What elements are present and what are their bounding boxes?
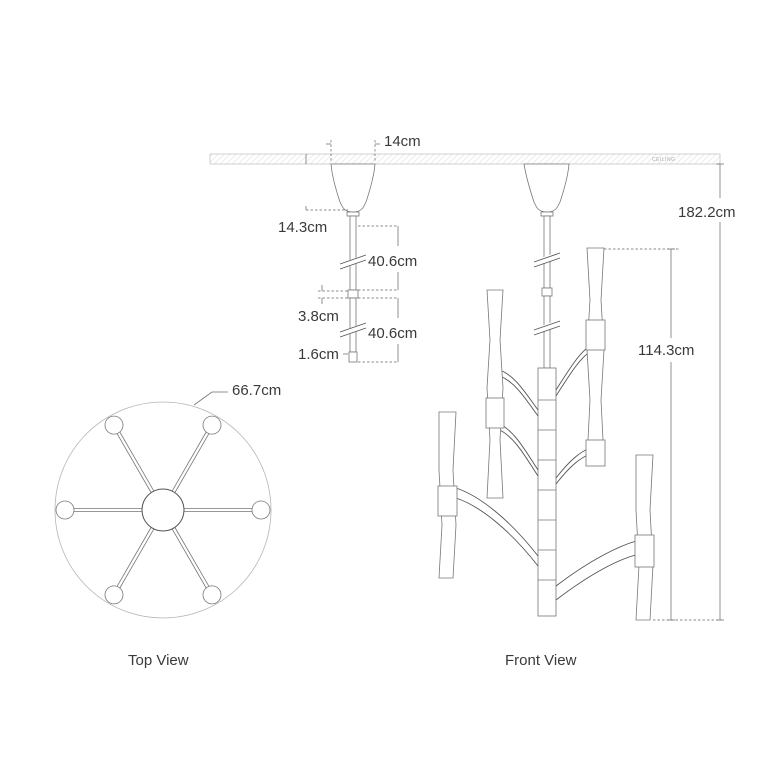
dim-stem-bottom: 40.6cm	[368, 325, 417, 342]
top-view-lamp-end	[55, 500, 75, 520]
top-view-lamp-end	[202, 415, 222, 435]
detail-canopy	[330, 163, 376, 213]
front-canopy	[523, 163, 570, 213]
ceiling-label: CEILING	[652, 157, 676, 163]
top-view-hub	[141, 488, 185, 532]
top-view-outline	[54, 401, 272, 619]
dim-coupler: 3.8cm	[298, 308, 339, 325]
top-view-arm	[174, 527, 210, 587]
dim-diameter: 66.7cm	[232, 382, 281, 399]
front-column	[537, 367, 557, 617]
lamp-holder	[585, 439, 606, 467]
top-view-lamp-end	[104, 585, 124, 605]
top-view: 66.7cm	[54, 382, 281, 619]
top-view-arm	[119, 528, 155, 589]
stem-detail: 14cm 14.3cm 40.6cm 3.8cm 40.6cm 1.6cm	[278, 133, 421, 363]
front-stem-bottom	[543, 295, 551, 369]
top-view-arms	[55, 415, 271, 605]
top-view-arm	[116, 433, 152, 493]
detail-canopy-collar	[346, 211, 360, 217]
top-view-arm	[119, 431, 155, 492]
dim-canopy-width: 14cm	[384, 133, 421, 150]
top-view-lamp-end	[104, 415, 124, 435]
diameter-leader	[193, 391, 213, 406]
front-stem-top	[543, 215, 551, 289]
dim-canopy-height: 14.3cm	[278, 219, 327, 236]
lamp-holder	[437, 485, 458, 517]
detail-stem-end	[348, 351, 358, 363]
lamp-holder	[485, 397, 505, 429]
ceiling: CEILING	[209, 153, 721, 165]
front-coupler	[541, 287, 553, 297]
top-view-arm	[171, 528, 207, 589]
front-canopy-collar	[540, 211, 554, 217]
dim-stem-end: 1.6cm	[298, 346, 339, 363]
front-view: 114.3cm 182.2cm	[437, 163, 736, 621]
top-view-label: Top View	[128, 652, 189, 669]
detail-stem-top	[349, 215, 357, 291]
lamp-holder	[585, 319, 606, 351]
top-view-lamp-end	[202, 585, 222, 605]
top-view-arm	[174, 433, 210, 493]
detail-stem-bottom	[349, 297, 357, 353]
lamp-tube	[486, 289, 504, 499]
top-view-arm	[171, 431, 207, 492]
dim-fixture-height: 114.3cm	[638, 342, 694, 359]
dim-overall-height: 182.2cm	[678, 204, 736, 221]
top-view-lamp-end	[251, 500, 271, 520]
front-view-label: Front View	[505, 652, 577, 669]
top-view-arm	[116, 527, 152, 587]
detail-break-marks	[339, 254, 367, 338]
lamp-holder	[634, 534, 655, 568]
dim-stem-top: 40.6cm	[368, 253, 417, 270]
lamp-tube	[586, 247, 605, 461]
detail-coupler	[347, 289, 359, 299]
front-lamps	[437, 247, 655, 621]
